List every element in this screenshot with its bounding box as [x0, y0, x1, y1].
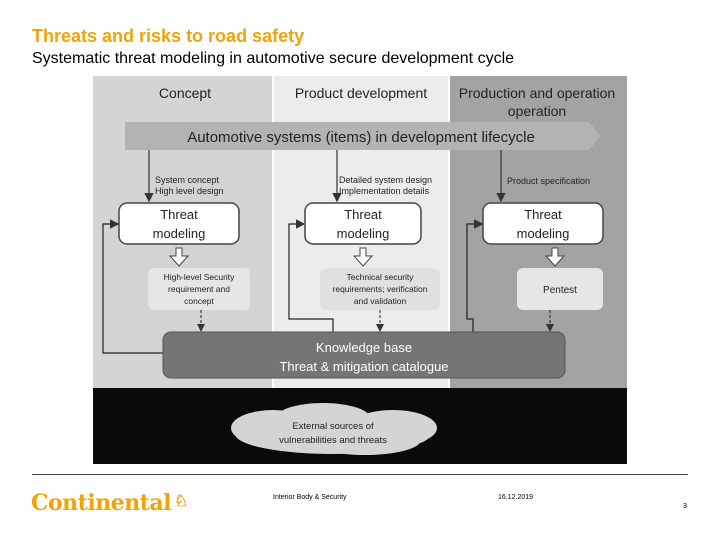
slide-subtitle: Systematic threat modeling in automotive…	[32, 50, 515, 67]
continental-logo: Continental♘	[31, 490, 188, 516]
input-high-level-design: High level design	[155, 186, 224, 196]
threat-modeling-label-2: modeling	[517, 226, 570, 241]
knowledge-base-box	[162, 331, 566, 379]
lifecycle-banner-label: Automotive systems (items) in developmen…	[187, 129, 535, 146]
threat-modeling-label: Threat	[524, 207, 562, 222]
down-arrow-icon	[168, 247, 190, 267]
footer-date: 16.12.2019	[498, 494, 534, 501]
external-sources-line2: vulnerabilities and threats	[279, 435, 387, 446]
input-product-spec: Product specification	[507, 176, 590, 186]
knowledge-base-title: Knowledge base	[316, 340, 412, 355]
external-sources-line1: External sources of	[292, 421, 374, 432]
threat-modeling-label: Threat	[160, 207, 198, 222]
output-pentest-label: Pentest	[543, 285, 577, 296]
input-detailed-design: Detailed system design	[339, 175, 432, 185]
output-concept-line2: requirement and	[168, 284, 230, 294]
external-sources-cloud	[231, 403, 437, 455]
input-implementation: Implementation details	[339, 186, 430, 196]
output-box-pentest	[517, 268, 603, 310]
column-header-operation: Production and operation	[459, 85, 615, 101]
footer-department: Interior Body & Security	[273, 494, 347, 501]
output-concept-line1: High-level Security	[164, 272, 236, 282]
down-arrow-icon	[352, 247, 374, 267]
down-arrow-icon	[544, 247, 566, 267]
output-development-line2: requirements; verification	[333, 284, 428, 294]
output-development-line1: Technical security	[346, 272, 414, 282]
slide-title: Threats and risks to road safety	[32, 26, 305, 46]
threat-modeling-label-2: modeling	[153, 226, 206, 241]
column-header-development: Product development	[295, 85, 427, 101]
threat-modeling-label-2: modeling	[337, 226, 390, 241]
column-header-operation-line2: operation	[508, 103, 566, 119]
logo-wordmark: Continental	[31, 490, 171, 516]
lifecycle-banner-arrow	[125, 122, 601, 150]
output-box-development	[320, 268, 440, 310]
column-header-concept: Concept	[159, 85, 211, 101]
threat-modeling-label: Threat	[344, 207, 382, 222]
horse-logo-icon: ♘	[173, 491, 188, 510]
input-system-concept: System concept	[155, 175, 220, 185]
threat-modeling-diagram: Concept Product development Production a…	[93, 76, 627, 464]
knowledge-base-subtitle: Threat & mitigation catalogue	[279, 359, 448, 374]
output-development-line3: and validation	[354, 296, 407, 306]
footer-divider	[32, 474, 688, 475]
output-concept-line3: concept	[184, 296, 214, 306]
page-number: 3	[683, 503, 687, 510]
output-box-concept	[148, 268, 250, 310]
